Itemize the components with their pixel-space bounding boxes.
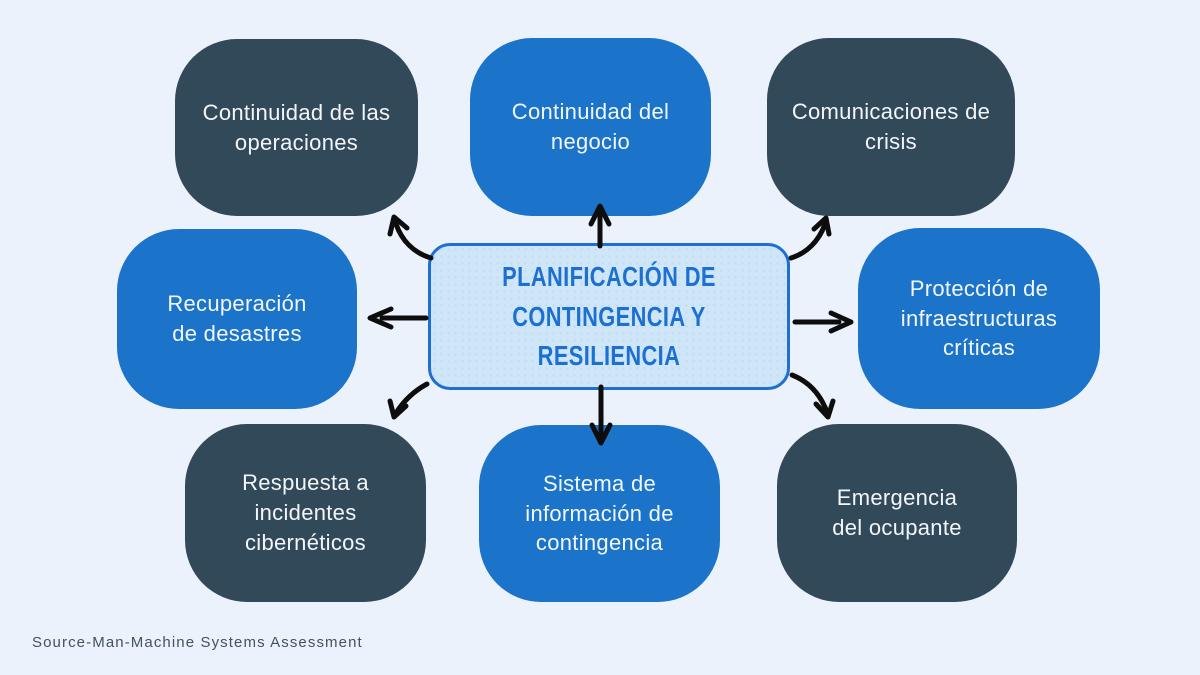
node-label: Comunicaciones de crisis	[791, 99, 991, 154]
arrow-curved-bottom-right-icon	[789, 372, 836, 420]
node-label: Continuidad del negocio	[511, 99, 670, 154]
diagram-title: PLANIFICACIÓN DE CONTINGENCIA Y RESILIEN…	[502, 260, 716, 372]
node-label: Emergencia del ocupante	[832, 485, 962, 540]
node-proteccion-infraestructuras: Protección de infraestructuras críticas	[858, 228, 1100, 409]
node-label: Continuidad de las operaciones	[202, 99, 391, 155]
center-title-box: PLANIFICACIÓN DE CONTINGENCIA Y RESILIEN…	[428, 243, 790, 390]
node-continuidad-operaciones: Continuidad de las operaciones	[175, 39, 418, 216]
arrow-curved-top-right-icon	[788, 215, 832, 261]
node-continuidad-negocio: Continuidad del negocio	[470, 38, 711, 216]
arrow-curved-top-left-icon	[387, 214, 434, 261]
arrow-curved-bottom-left-icon	[387, 381, 430, 420]
node-label: Recuperación de desastres	[167, 291, 307, 346]
node-recuperacion-desastres: Recuperación de desastres	[117, 229, 357, 409]
node-emergencia-ocupante: Emergencia del ocupante	[777, 424, 1017, 602]
node-comunicaciones-crisis: Comunicaciones de crisis	[767, 38, 1015, 216]
arrow-right-icon	[792, 310, 854, 334]
node-sistema-informacion: Sistema de información de contingencia	[479, 425, 720, 602]
node-respuesta-incidentes: Respuesta a incidentes cibernéticos	[185, 424, 426, 602]
source-attribution: Source-Man-Machine Systems Assessment	[32, 634, 363, 651]
node-label: Respuesta a incidentes cibernéticos	[242, 470, 369, 555]
node-label: Protección de infraestructuras críticas	[900, 275, 1058, 361]
arrow-left-icon	[367, 306, 429, 330]
node-label: Sistema de información de contingencia	[525, 470, 674, 556]
